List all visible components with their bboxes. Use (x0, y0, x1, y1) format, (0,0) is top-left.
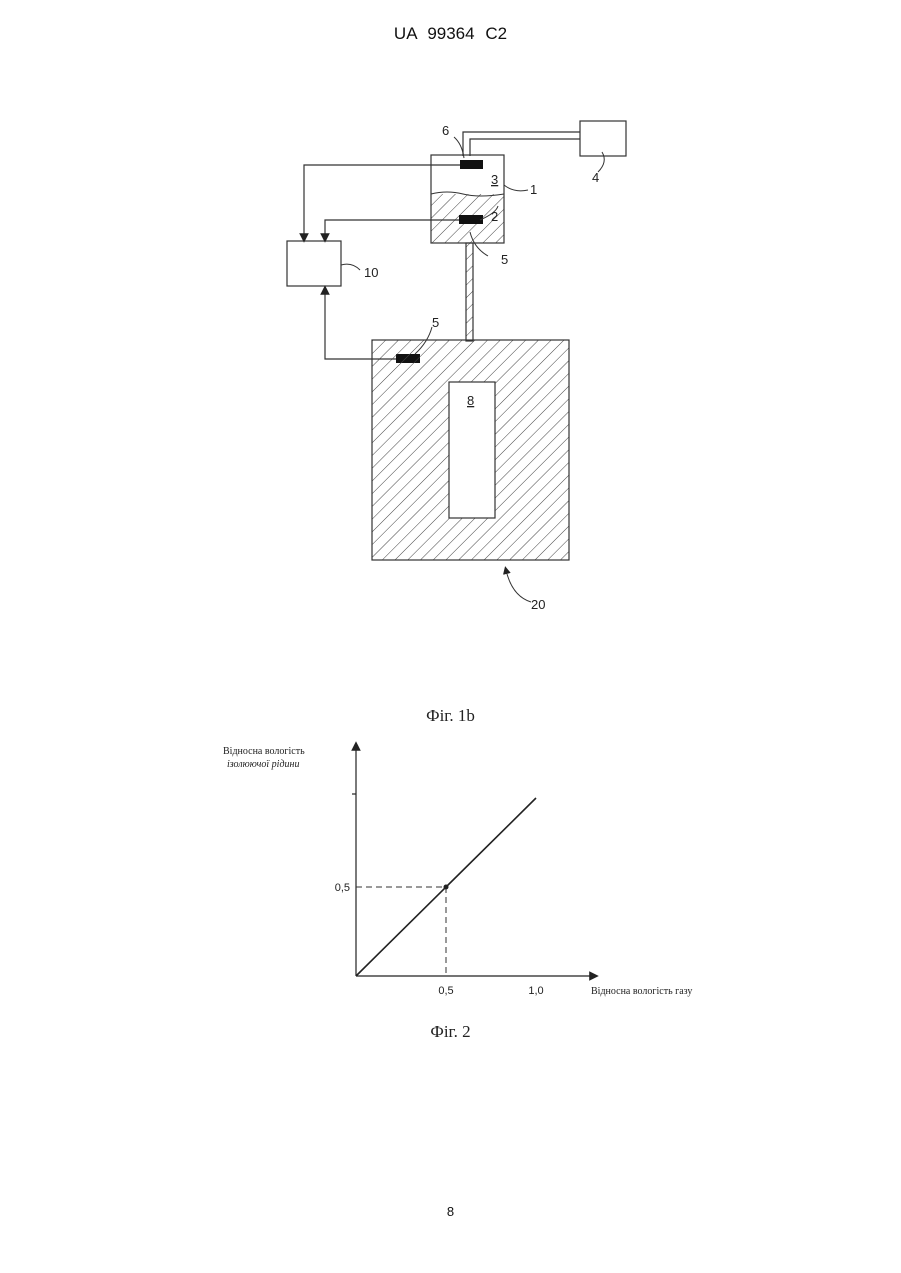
label-5-lower: 5 (432, 315, 439, 330)
page-number: 8 (0, 1204, 901, 1219)
label-20: 20 (531, 597, 545, 612)
x-axis-label: Відносна вологість газу (591, 986, 692, 997)
label-8: 8 (467, 393, 474, 408)
control-unit-10 (287, 241, 341, 286)
sensor-2 (459, 215, 483, 224)
label-6: 6 (442, 123, 449, 138)
y-tick-label: 0,5 (335, 882, 350, 894)
sensor-6 (460, 160, 483, 169)
unit-4-box (580, 121, 626, 156)
label-10: 10 (364, 265, 378, 280)
y-axis-label-line2: ізолюючої рідини (227, 759, 299, 770)
marked-point (444, 885, 449, 890)
chart-marks: 0,5 1,0 0,5 (335, 798, 544, 997)
x-tick-label: 1,0 (528, 985, 543, 997)
label-5-upper: 5 (501, 252, 508, 267)
figure-2-caption: Фіг. 2 (0, 1022, 901, 1042)
label-1: 1 (530, 182, 537, 197)
x-tick-label: 0,5 (438, 985, 453, 997)
connecting-tube (466, 243, 473, 341)
figure-1b-diagram: 6 3 1 2 5 4 10 5 8 20 (0, 0, 901, 700)
y-axis-label-line1: Відносна вологість (223, 746, 305, 757)
figure-1b-caption: Фіг. 1b (0, 706, 901, 726)
label-2: 2 (491, 209, 498, 224)
label-3: 3 (491, 172, 498, 187)
main-tank (372, 340, 569, 560)
label-4: 4 (592, 170, 599, 185)
gas-pipe (463, 132, 580, 156)
figure-2-chart: Відносна вологість ізолюючої рідини Відн… (0, 730, 901, 1050)
